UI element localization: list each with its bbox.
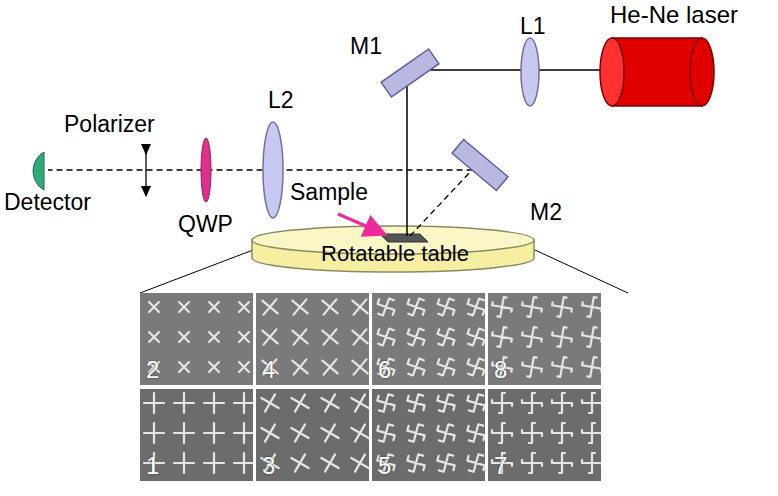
leader-line <box>140 250 253 293</box>
component-box: Rotatable table <box>252 242 538 272</box>
sem-panel: 8 <box>488 293 601 385</box>
callout-number: 4 <box>262 357 275 383</box>
part-label: L2 <box>268 88 294 113</box>
callout-number: 8 <box>494 357 507 383</box>
component-label: Rotatable table <box>252 242 538 266</box>
polarizer-arrow <box>145 150 146 192</box>
laser-tube <box>600 38 714 106</box>
part-label: M1 <box>350 34 382 59</box>
sem-panel: 2 <box>140 293 253 385</box>
sem-panel: 4 <box>256 293 369 385</box>
part-label: Sample <box>290 180 368 205</box>
detector-symbol <box>33 152 44 190</box>
callout-number: 1 <box>146 453 159 479</box>
component-label: He-Ne laser <box>610 2 774 28</box>
part-label: QWP <box>178 212 233 237</box>
component-box: He-Ne laser <box>610 2 774 32</box>
lens-l2 <box>263 122 283 218</box>
quarter-wave-plate <box>201 138 211 202</box>
sample-arrow <box>338 214 382 233</box>
incident-beam <box>407 70 610 236</box>
callout-number: 5 <box>378 453 391 479</box>
mirror-m1 <box>381 49 439 97</box>
sem-panel: 5 <box>372 389 485 481</box>
callout-number: 2 <box>146 357 159 383</box>
reflected-beam <box>48 170 472 236</box>
sem-panel: 3 <box>256 389 369 481</box>
part-label: Polarizer <box>64 112 155 137</box>
callout-number: 3 <box>262 453 275 479</box>
lens-l1 <box>521 38 539 106</box>
callout-number: 7 <box>494 453 507 479</box>
part-label: L1 <box>520 14 546 39</box>
leader-line <box>535 250 628 293</box>
mirror-m2 <box>452 139 508 190</box>
sem-panel: 7 <box>488 389 601 481</box>
part-label: M2 <box>530 200 562 225</box>
sem-panel: 1 <box>140 389 253 481</box>
sample-plate <box>380 234 428 242</box>
part-label: Detector <box>4 190 91 215</box>
callout-number: 6 <box>378 357 391 383</box>
sem-panel: 6 <box>372 293 485 385</box>
